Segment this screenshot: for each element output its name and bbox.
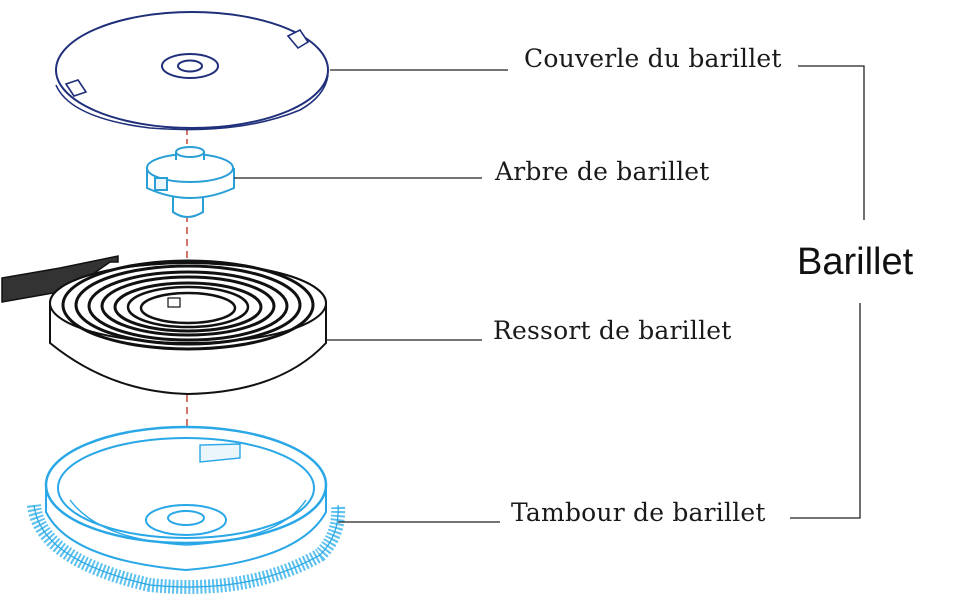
barrel-drum-gear-drawing <box>27 425 346 594</box>
group-bracket <box>790 65 865 519</box>
label-arbre: Arbre de barillet <box>495 157 710 186</box>
leader-lines <box>234 69 508 523</box>
label-group-barillet: Barillet <box>797 241 914 283</box>
label-tambour: Tambour de barillet <box>511 498 766 527</box>
label-ressort: Ressort de barillet <box>493 316 732 345</box>
mainspring-coil-drawing <box>1 255 327 396</box>
barrel-cover-drawing <box>55 11 329 131</box>
barrel-arbor-drawing <box>146 146 235 218</box>
label-couverle: Couverle du barillet <box>524 44 782 73</box>
